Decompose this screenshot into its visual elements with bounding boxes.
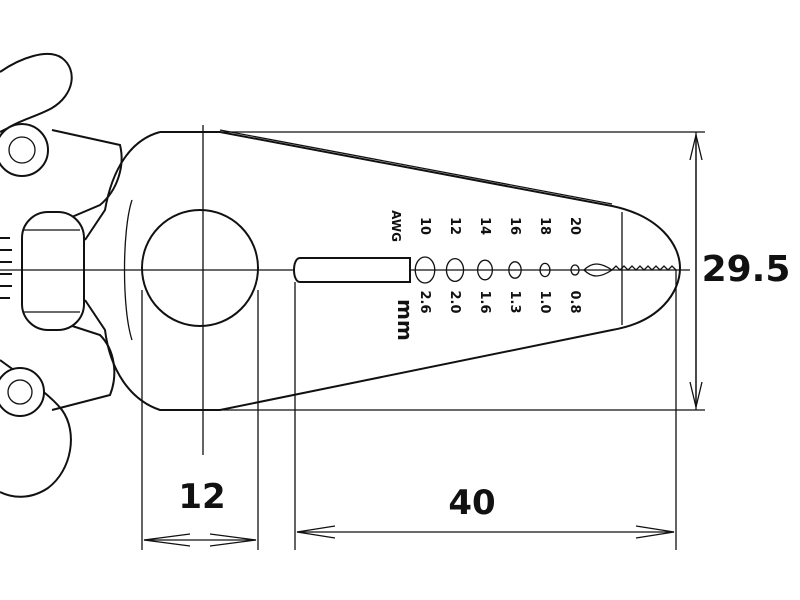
awg-label: AWG: [389, 210, 403, 242]
strip-notch: [570, 264, 580, 276]
lower-rivet-inner: [7, 379, 33, 405]
mm-value: 1.3: [507, 290, 522, 313]
jaw-body: [84, 129, 682, 411]
upper-rivet-inner: [8, 136, 36, 164]
mm-value: 2.6: [417, 290, 432, 313]
spring-housing: [21, 211, 85, 331]
strip-notch: [539, 262, 551, 278]
mm-value: 1.0: [537, 290, 552, 313]
awg-value: 18: [537, 217, 552, 235]
strip-notch: [508, 261, 522, 279]
jaw-inner-upper: [219, 129, 613, 205]
pivot-bolt: [141, 209, 259, 327]
dim-pivot-arrow-left: [143, 533, 191, 547]
channel-slot: [293, 257, 411, 283]
mm-value: 2.0: [447, 290, 462, 313]
awg-value: 16: [507, 217, 522, 235]
awg-value: 12: [447, 217, 462, 235]
dim-height-label: 29.5: [702, 249, 791, 290]
jaw-outline: [84, 131, 682, 411]
dim-pivot-arrow-right: [209, 533, 257, 547]
extension-lines: [141, 131, 705, 550]
awg-value: 10: [417, 217, 432, 235]
awg-value-group: 10 12 14 16 18 20: [417, 217, 582, 235]
notch-group: [414, 256, 580, 284]
tip-serration: [611, 265, 677, 271]
strip-channel: [293, 256, 677, 284]
mm-value-group: 2.6 2.0 1.6 1.3 1.0 0.8: [417, 290, 582, 313]
strip-notch: [445, 257, 465, 283]
spring-coil: [0, 237, 12, 299]
awg-value: 14: [477, 217, 492, 235]
mm-value: 1.6: [477, 290, 492, 313]
strip-notch: [414, 256, 436, 284]
strip-notch: [476, 259, 493, 281]
gauge-scale: AWG mm 10 12 14 16 18 20 2.6 2.0 1.6 1.3 1.0 0.8: [389, 210, 582, 341]
dim-jaw-label: 40: [448, 483, 495, 523]
lower-rivet: [0, 367, 45, 417]
dim-pivot-label: 12: [178, 477, 225, 517]
dim-jaw-arrow-left: [296, 525, 336, 539]
dim-jaw-arrow-right: [635, 525, 675, 539]
handle-upper-outline: [0, 53, 73, 133]
dim-height-arrow-bottom: [689, 381, 703, 408]
dim-height-arrow-top: [689, 134, 703, 161]
pivot: [141, 125, 259, 455]
awg-value: 20: [567, 217, 582, 235]
upper-arm: [51, 129, 123, 223]
mm-label: mm: [393, 299, 417, 341]
upper-rivet: [0, 123, 49, 177]
handle-left: [0, 53, 123, 498]
dimension-arrows: [143, 134, 703, 547]
mm-value: 0.8: [567, 290, 582, 313]
